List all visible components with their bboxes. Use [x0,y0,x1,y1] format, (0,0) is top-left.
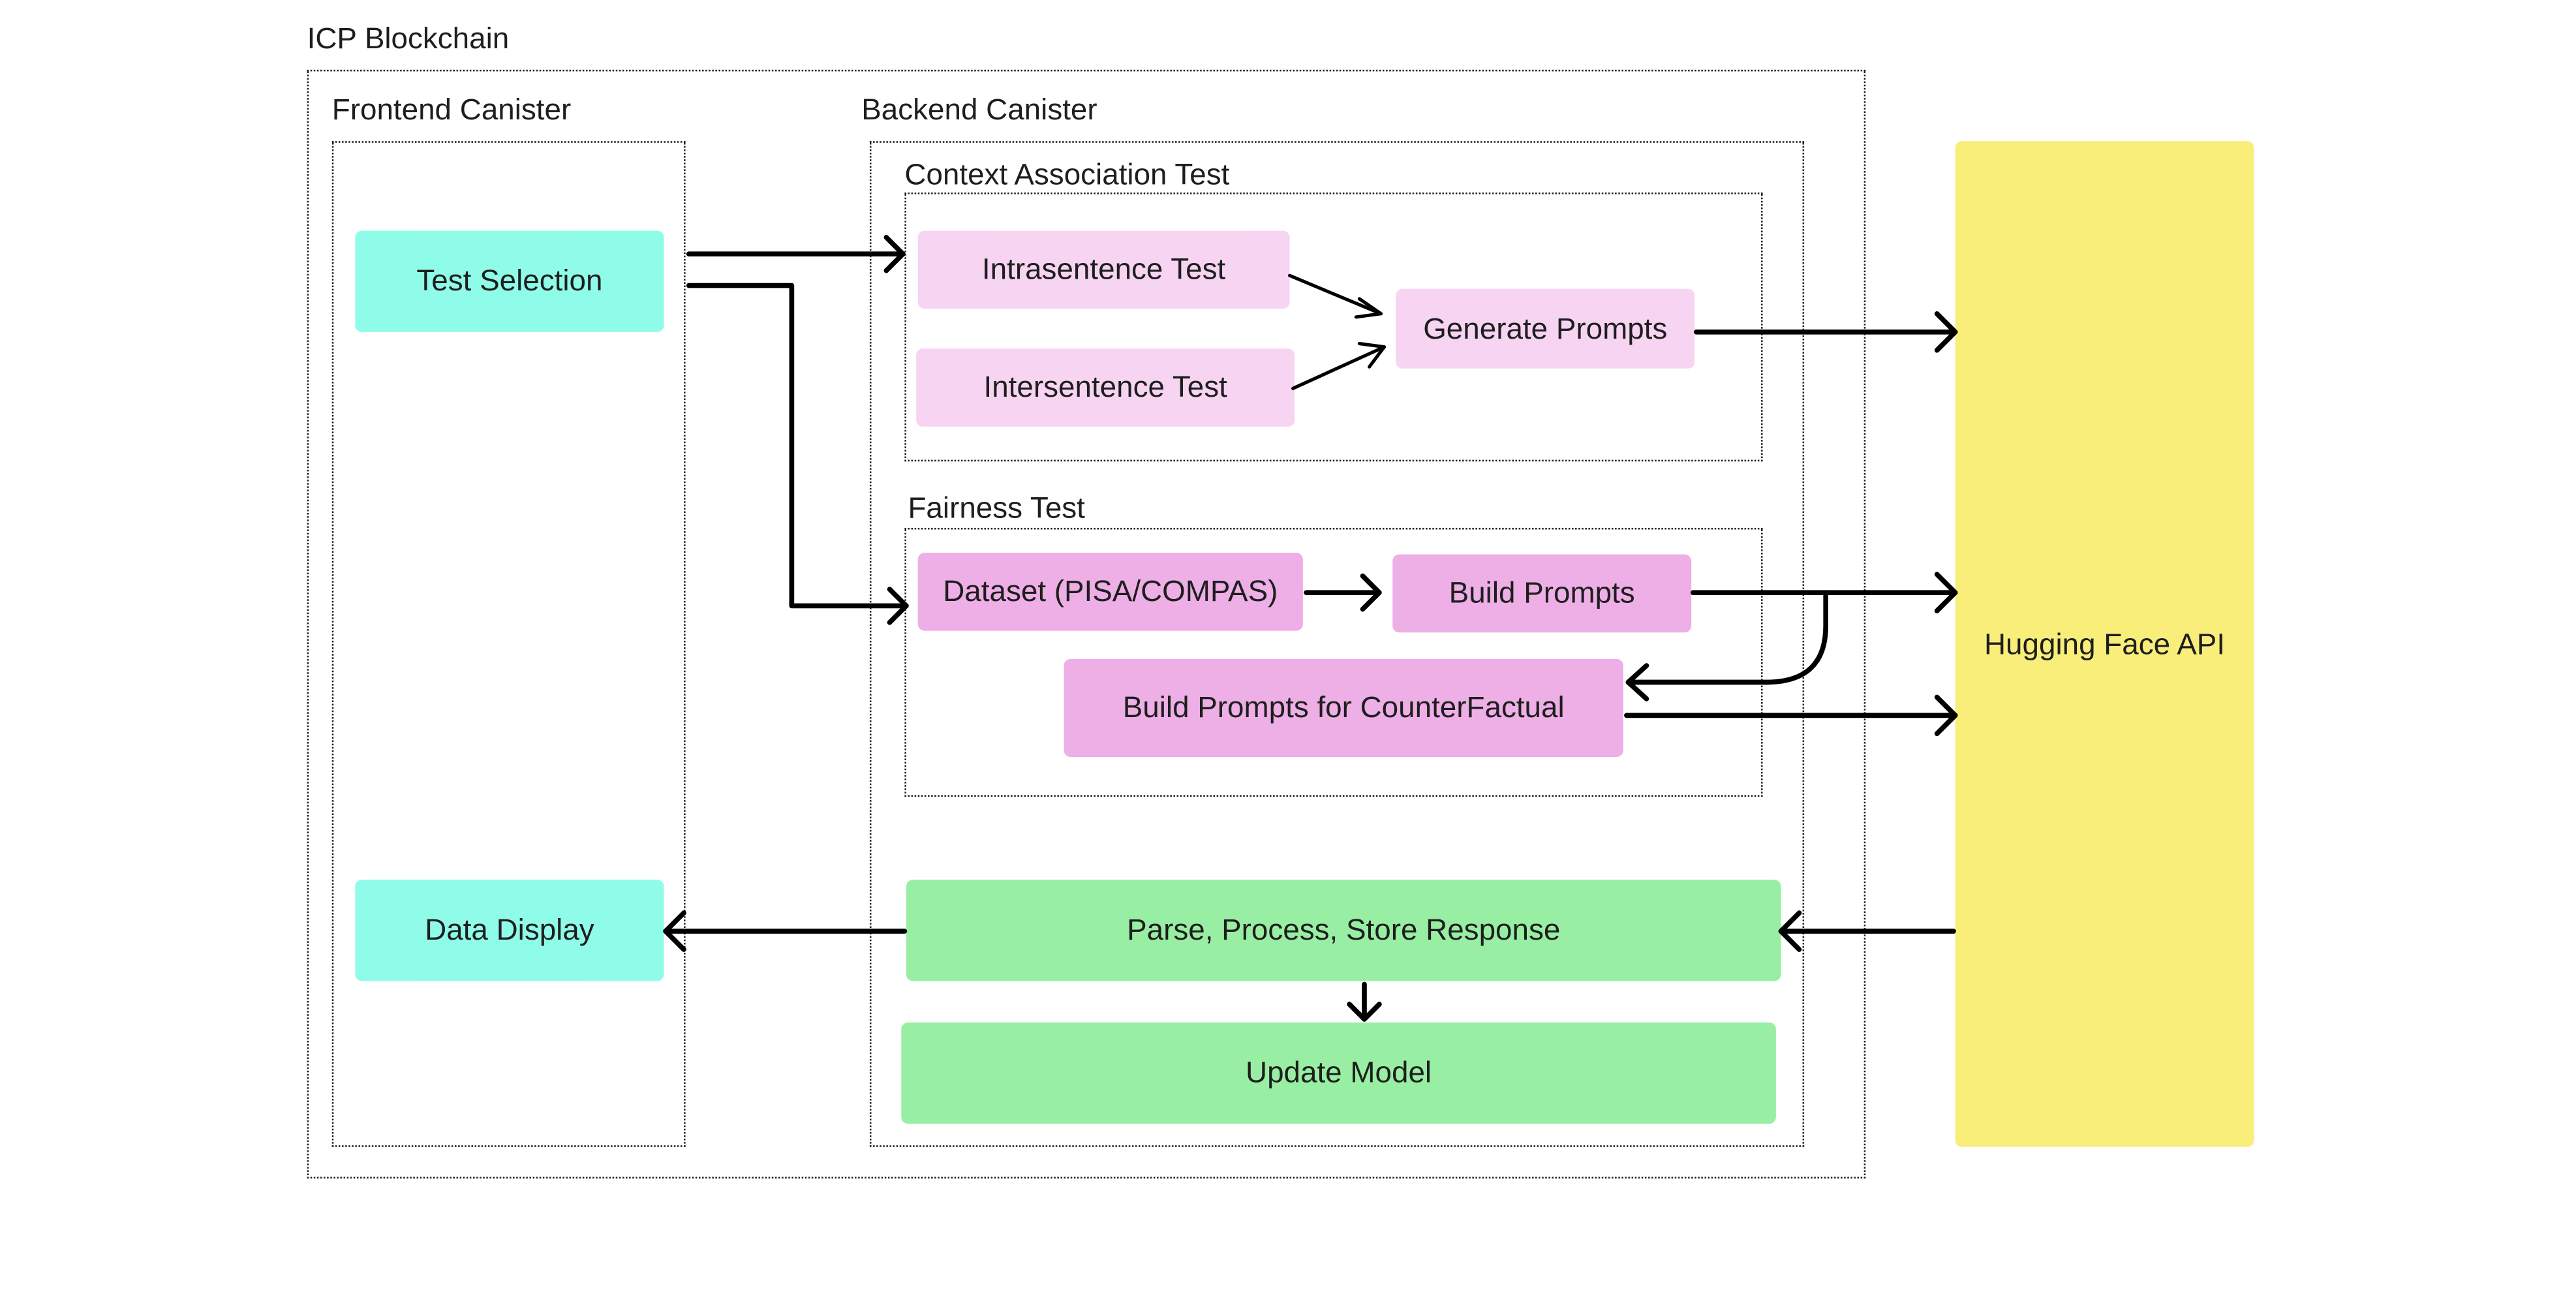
context-association-test-label: Context Association Test [904,157,1230,191]
backend-canister-label: Backend Canister [861,93,1097,127]
generate-prompts-node[interactable]: Generate Prompts [1396,288,1695,369]
arrowhead-context-test [883,234,906,273]
arrowhead-parse [1778,910,1802,952]
dataset-node[interactable]: Dataset (PISA/COMPAS) [917,553,1303,631]
fairness-test-label: Fairness Test [908,491,1085,525]
intrasentence-test-node[interactable]: Intrasentence Test [917,230,1290,309]
parse-process-store-node[interactable]: Parse, Process, Store Response [906,880,1781,981]
icp-blockchain-label: ICP Blockchain [307,22,510,55]
data-display-node[interactable]: Data Display [355,880,664,981]
edge-build-prompts-to-counterfactual [1625,590,1828,685]
fairness-test-group [904,527,1763,797]
arrowhead-hf-from-counterfactual [1934,694,1958,737]
edge-test-selection-to-fairness-test [686,283,909,609]
arrowhead-hf-from-generate [1934,311,1958,353]
build-prompts-counterfactual-node[interactable]: Build Prompts for CounterFactual [1064,658,1623,757]
build-prompts-node[interactable]: Build Prompts [1392,554,1692,633]
frontend-canister-label: Frontend Canister [331,93,572,127]
arrowhead-build-prompts [1360,573,1382,612]
arrowhead-update-model [1347,1002,1382,1022]
arrowhead-fairness-test [887,587,909,625]
hugging-face-api-node[interactable]: Hugging Face API [1955,141,2254,1147]
intersentence-test-node[interactable]: Intersentence Test [916,348,1295,427]
test-selection-node[interactable]: Test Selection [355,230,664,332]
context-association-test-group [904,192,1763,462]
edge-intrasentence-to-generate [1287,273,1383,316]
frontend-canister-group [331,141,686,1147]
arrowhead-generate-from-intra [1354,297,1383,319]
arrowhead-data-display [663,910,686,952]
update-model-node[interactable]: Update Model [901,1022,1776,1124]
icp-blockchain-group [307,69,1866,1179]
backend-canister-group [869,141,1805,1147]
arrowhead-generate-from-inter [1357,342,1387,369]
arrowhead-hf-from-build [1934,572,1958,613]
arrowhead-counterfactual [1625,663,1649,701]
edge-intersentence-to-generate [1291,345,1387,390]
